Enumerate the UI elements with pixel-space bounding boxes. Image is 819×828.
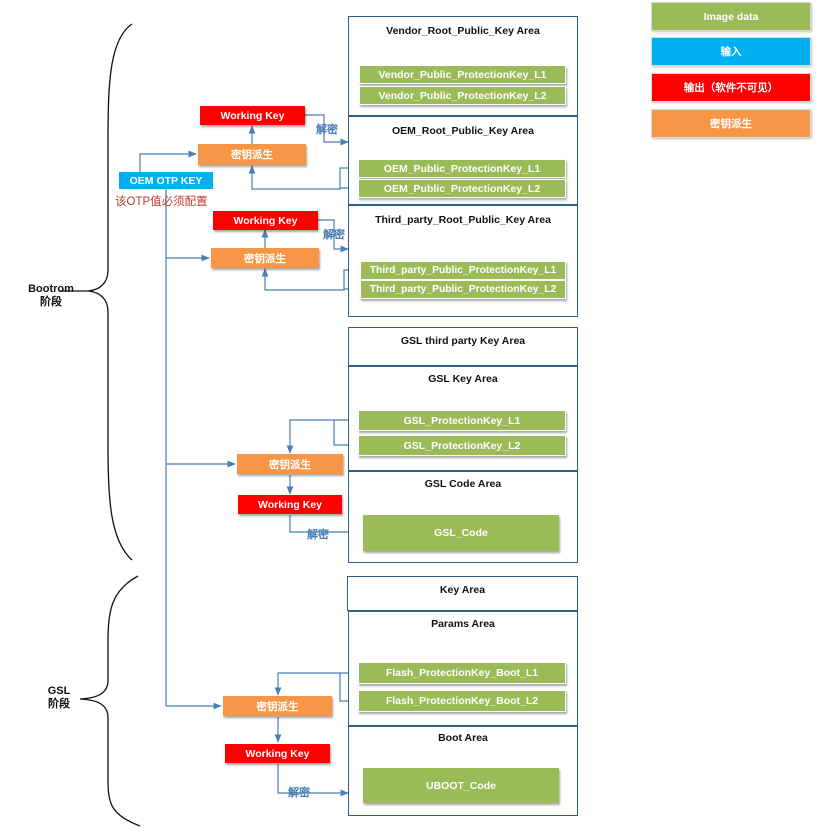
key-area: Key Area: [347, 576, 578, 611]
decrypt-label-4: 解密: [288, 787, 310, 799]
gsl-third-party-key-area: GSL third party Key Area: [348, 327, 578, 366]
key-derive-1: 密钥派生: [198, 144, 306, 165]
vendor-public-protectionkey-l1: Vendor_Public_ProtectionKey_L1: [359, 65, 566, 84]
legend-image-data: Image data: [651, 2, 811, 31]
key-derive-4: 密钥派生: [223, 696, 332, 716]
decrypt-label-3: 解密: [307, 529, 329, 541]
decrypt-label-2: 解密: [323, 229, 345, 241]
gsl-brace: [79, 575, 141, 827]
legend-output: 输出（软件不可见）: [651, 73, 811, 102]
flash-protectionkey-boot-l2: Flash_ProtectionKey_Boot_L2: [358, 690, 566, 712]
oem-public-protectionkey-l1: OEM_Public_ProtectionKey_L1: [358, 159, 566, 178]
gsl-protectionkey-l2: GSL_ProtectionKey_L2: [358, 435, 566, 456]
params-area-title: Params Area: [431, 618, 495, 630]
key-derive-3: 密钥派生: [237, 454, 343, 474]
key-derive-2: 密钥派生: [211, 248, 319, 268]
bootrom-stage-line2: 阶段: [40, 296, 62, 308]
gsl-key-area-title: GSL Key Area: [428, 373, 498, 385]
bootrom-stage-line1: Bootrom: [28, 283, 74, 295]
gsl-third-party-area-title: GSL third party Key Area: [400, 335, 526, 347]
legend-derive: 密钥派生: [651, 109, 811, 138]
vendor-public-protectionkey-l2: Vendor_Public_ProtectionKey_L2: [359, 86, 566, 105]
otp-note: 该OTP值必须配置: [115, 196, 208, 208]
boot-area-title: Boot Area: [438, 732, 488, 744]
flash-protectionkey-boot-l1: Flash_ProtectionKey_Boot_L1: [358, 662, 566, 684]
working-key-2: Working Key: [213, 211, 318, 230]
working-key-4: Working Key: [225, 744, 330, 763]
legend-input: 输入: [651, 37, 811, 66]
oem-otp-key: OEM OTP KEY: [119, 172, 213, 189]
gsl-stage-label: GSL 阶段: [34, 685, 84, 711]
bootrom-brace: [87, 23, 133, 561]
third-party-root-area-title: Third_party_Root_Public_Key Area: [375, 214, 551, 226]
gsl-protectionkey-l1: GSL_ProtectionKey_L1: [358, 410, 566, 431]
gsl-code-block: GSL_Code: [363, 515, 559, 551]
gsl-stage-line1: GSL: [47, 685, 71, 697]
gsl-code-area-title: GSL Code Area: [424, 478, 502, 490]
working-key-1: Working Key: [200, 106, 305, 125]
decrypt-label-1: 解密: [316, 124, 338, 136]
oem-public-protectionkey-l2: OEM_Public_ProtectionKey_L2: [358, 179, 566, 198]
uboot-code-block: UBOOT_Code: [363, 768, 559, 803]
vendor-root-area-title: Vendor_Root_Public_Key Area: [386, 25, 540, 37]
gsl-stage-line2: 阶段: [48, 698, 70, 710]
oem-root-area-title: OEM_Root_Public_Key Area: [392, 125, 534, 137]
third-party-public-protectionkey-l2: Third_party_Public_ProtectionKey_L2: [360, 280, 566, 299]
working-key-3: Working Key: [238, 495, 342, 514]
key-area-title: Key Area: [439, 584, 486, 596]
bootrom-stage-label: Bootrom 阶段: [18, 283, 84, 309]
third-party-public-protectionkey-l1: Third_party_Public_ProtectionKey_L1: [360, 261, 566, 280]
